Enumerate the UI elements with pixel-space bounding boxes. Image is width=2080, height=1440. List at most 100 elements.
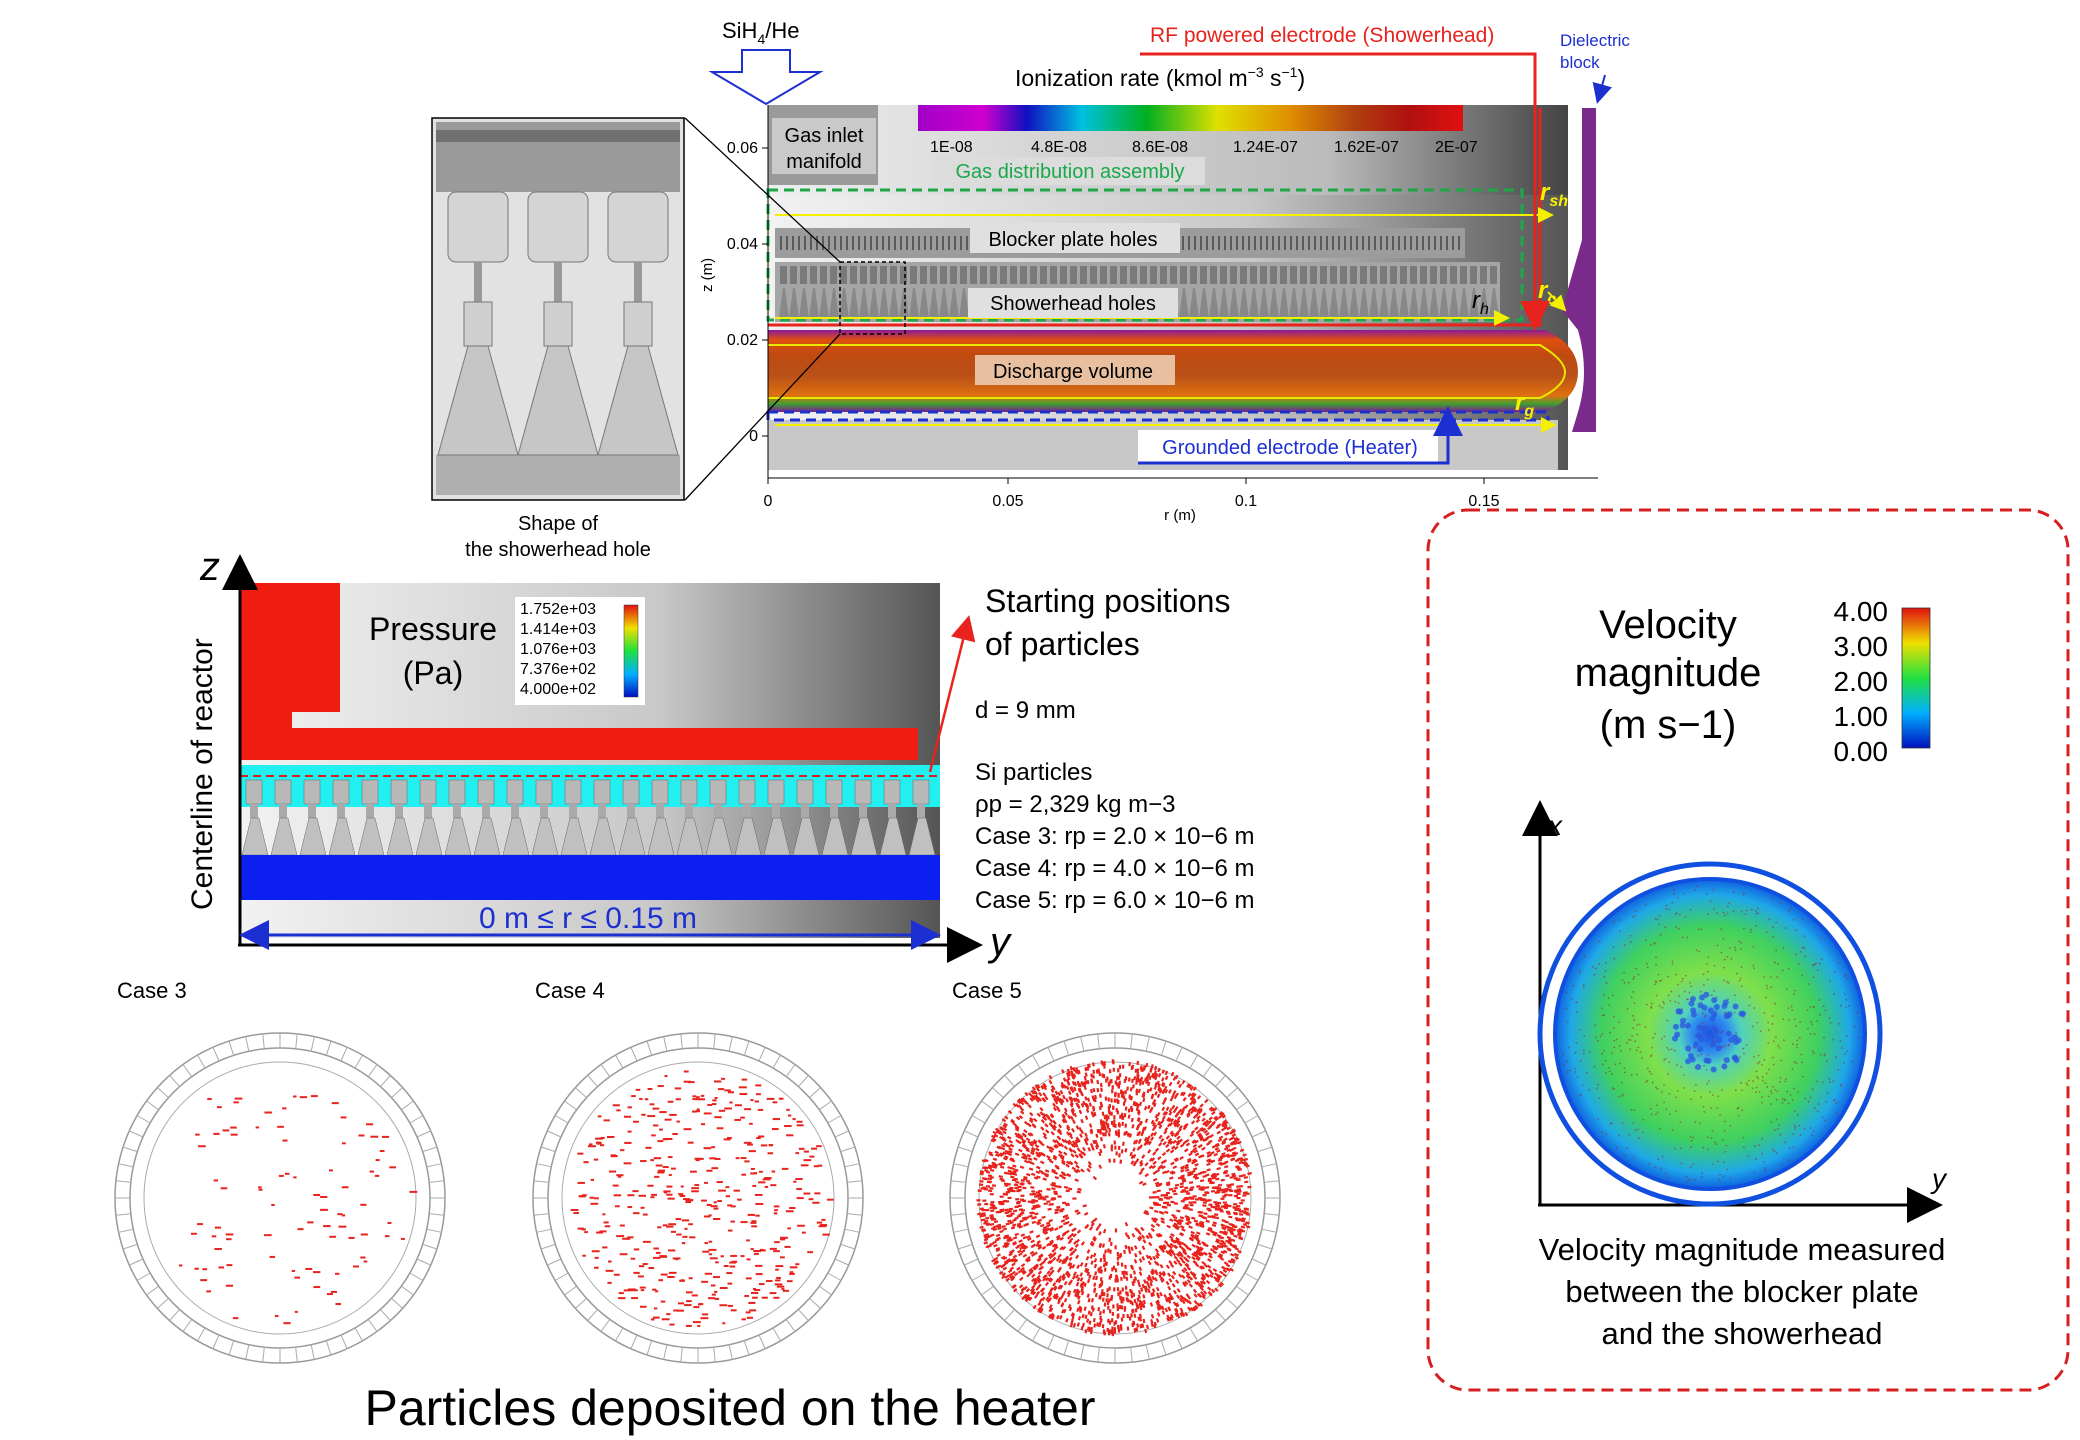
pressure-legend-tick: 1.076e+03 [520, 641, 596, 658]
case3-label: Case 3: rp = 2.0 × 10−6 m [975, 823, 1255, 850]
velocity-legend-tick: 3.00 [1834, 631, 1889, 662]
range-label: 0 m ≤ r ≤ 0.15 m [479, 902, 697, 935]
pressure-y-label: y [987, 920, 1013, 964]
inlet-arrow: SiH4/He [708, 18, 824, 106]
r-tick-label: 0.05 [992, 493, 1023, 510]
ionization-tick: 2E-07 [1435, 139, 1478, 156]
reactor-z-label: z (m) [699, 258, 716, 292]
velocity-legend-tick: 4.00 [1834, 596, 1889, 627]
r-tick-label: 0.15 [1468, 493, 1499, 510]
z-tick-label: 0.06 [727, 140, 758, 157]
case5-label: Case 5: rp = 6.0 × 10−6 m [975, 887, 1255, 914]
ionization-tick: 1E-08 [930, 139, 973, 156]
pressure-blue-band [240, 855, 940, 900]
velocity-caption-2: between the blocker plate [1565, 1274, 1918, 1309]
start-label-2: of particles [985, 626, 1140, 662]
zoom-line-bottom [684, 333, 841, 501]
ionization-tick: 4.8E-08 [1031, 139, 1087, 156]
dielectric-label-2: block [1560, 53, 1600, 72]
ionization-legend: Ionization rate (kmol m−3 s−1) 1E-08 4.8E… [918, 64, 1478, 156]
velocity-legend-tick: 2.00 [1834, 666, 1889, 697]
velocity-unit: (m s−1) [1600, 703, 1737, 747]
svg-text:Gas distribution assembly: Gas distribution assembly [956, 161, 1185, 183]
showerhead-band [775, 262, 1500, 322]
discharge-contour [768, 344, 1567, 399]
case4-label: Case 4: rp = 4.0 × 10−6 m [975, 855, 1255, 882]
r-tick-label: 0 [764, 493, 773, 510]
ionization-tick: 1.24E-07 [1233, 139, 1298, 156]
z-tick-label: 0.02 [727, 332, 758, 349]
pressure-legend-tick: 1.414e+03 [520, 621, 596, 638]
inset-caption-1: Shape of [518, 513, 599, 535]
reactor-r-label: r (m) [1164, 507, 1196, 524]
d-label: d = 9 mm [975, 697, 1076, 724]
svg-text:Gas inlet: Gas inlet [785, 125, 864, 147]
case-label: Case 5 [952, 978, 1022, 1003]
label-blocker-holes: Blocker plate holes [970, 223, 1180, 253]
pressure-title-1: Pressure [369, 611, 497, 647]
inset-caption-2: the showerhead hole [465, 539, 651, 561]
zoom-line-top [684, 117, 841, 263]
grounded-label: Grounded electrode (Heater) [1138, 430, 1438, 464]
rf-electrode-arrow [1140, 52, 1550, 331]
svg-text:Discharge volume: Discharge volume [993, 361, 1153, 383]
r-h-label: rh [1472, 287, 1489, 318]
zoom-box [839, 261, 906, 335]
svg-text:Grounded electrode (Heater): Grounded electrode (Heater) [1162, 437, 1418, 459]
ionization-tick: 1.62E-07 [1334, 139, 1399, 156]
deposition-section: Case 3 Case 4 Case 5 Particles deposited o… [114, 978, 1281, 1436]
particle-info: Starting positions of particles d = 9 mm… [975, 583, 1255, 914]
reactor-section: Gas inlet manifold Gas distribution asse… [684, 18, 1630, 524]
deposition-title: Particles deposited on the heater [364, 1380, 1095, 1436]
label-gas-distribution: Gas distribution assembly [935, 157, 1205, 185]
ionization-title: Ionization rate (kmol m−3 s−1) [1015, 64, 1305, 91]
velocity-legend-tick: 0.00 [1834, 736, 1889, 767]
z-tick-label: 0 [749, 428, 758, 445]
svg-text:Showerhead holes: Showerhead holes [990, 293, 1156, 315]
velocity-title-2: magnitude [1575, 651, 1762, 695]
svg-text:Blocker plate holes: Blocker plate holes [989, 229, 1158, 251]
dielectric-block [1562, 108, 1596, 432]
velocity-caption-3: and the showerhead [1602, 1316, 1883, 1351]
rf-electrode-label: RF powered electrode (Showerhead) [1150, 24, 1494, 47]
deposition-disk-5: Case 5 [949, 978, 1281, 1364]
case-label: Case 4 [535, 978, 605, 1003]
pressure-legend-tick: 4.000e+02 [520, 681, 596, 698]
inlet-label: SiH4/He [722, 18, 800, 47]
velocity-outer-ring [1537, 861, 1883, 1207]
deposition-disk-4: Case 4 [532, 978, 864, 1364]
dielectric-label-1: Dielectric [1560, 31, 1630, 50]
velocity-y-label: y [1930, 1163, 1948, 1194]
velocity-caption-1: Velocity magnitude measured [1539, 1232, 1946, 1267]
velocity-legend: 4.00 3.00 2.00 1.00 0.00 [1834, 596, 1931, 767]
z-tick-label: 0.04 [727, 236, 758, 253]
velocity-dashed-frame [1426, 508, 2070, 1392]
pressure-z-label: z [199, 545, 220, 589]
dielectric-arrow [1592, 74, 1612, 104]
label-showerhead-holes: Showerhead holes [968, 288, 1178, 318]
pressure-legend: 1.752e+03 1.414e+03 1.076e+03 7.376e+02 4.00… [515, 597, 645, 705]
rho-label: ρp = 2,329 kg m−3 [975, 791, 1175, 818]
grounded-arrow [1138, 406, 1463, 465]
label-discharge-volume: Discharge volume [975, 355, 1175, 385]
pressure-legend-tick: 1.752e+03 [520, 601, 596, 618]
velocity-x-label: x [1546, 810, 1563, 841]
start-label-1: Starting positions [985, 583, 1230, 619]
velocity-panel: Velocity magnitude (m s−1) 4.00 3.00 2.00 1… [1426, 508, 2070, 1392]
pressure-legend-tick: 7.376e+02 [520, 661, 596, 678]
r-c-label: rc [1538, 277, 1556, 308]
velocity-title-1: Velocity [1599, 603, 1737, 647]
velocity-legend-tick: 1.00 [1834, 701, 1889, 732]
centerline-label: Centerline of reactor [186, 638, 219, 910]
pressure-cyan-band [240, 765, 940, 807]
label-gas-inlet: Gas inlet manifold [772, 118, 876, 174]
r-tick-label: 0.1 [1235, 493, 1257, 510]
deposition-disk-3: Case 3 [114, 978, 446, 1364]
r-g-label: rg [1515, 389, 1534, 420]
pressure-panel: z y Centerline of reactor Pressure (Pa) … [186, 545, 1013, 964]
case-label: Case 3 [117, 978, 187, 1003]
pressure-title-2: (Pa) [403, 655, 463, 691]
start-position-arrow [928, 615, 976, 773]
svg-text:manifold: manifold [786, 151, 862, 173]
